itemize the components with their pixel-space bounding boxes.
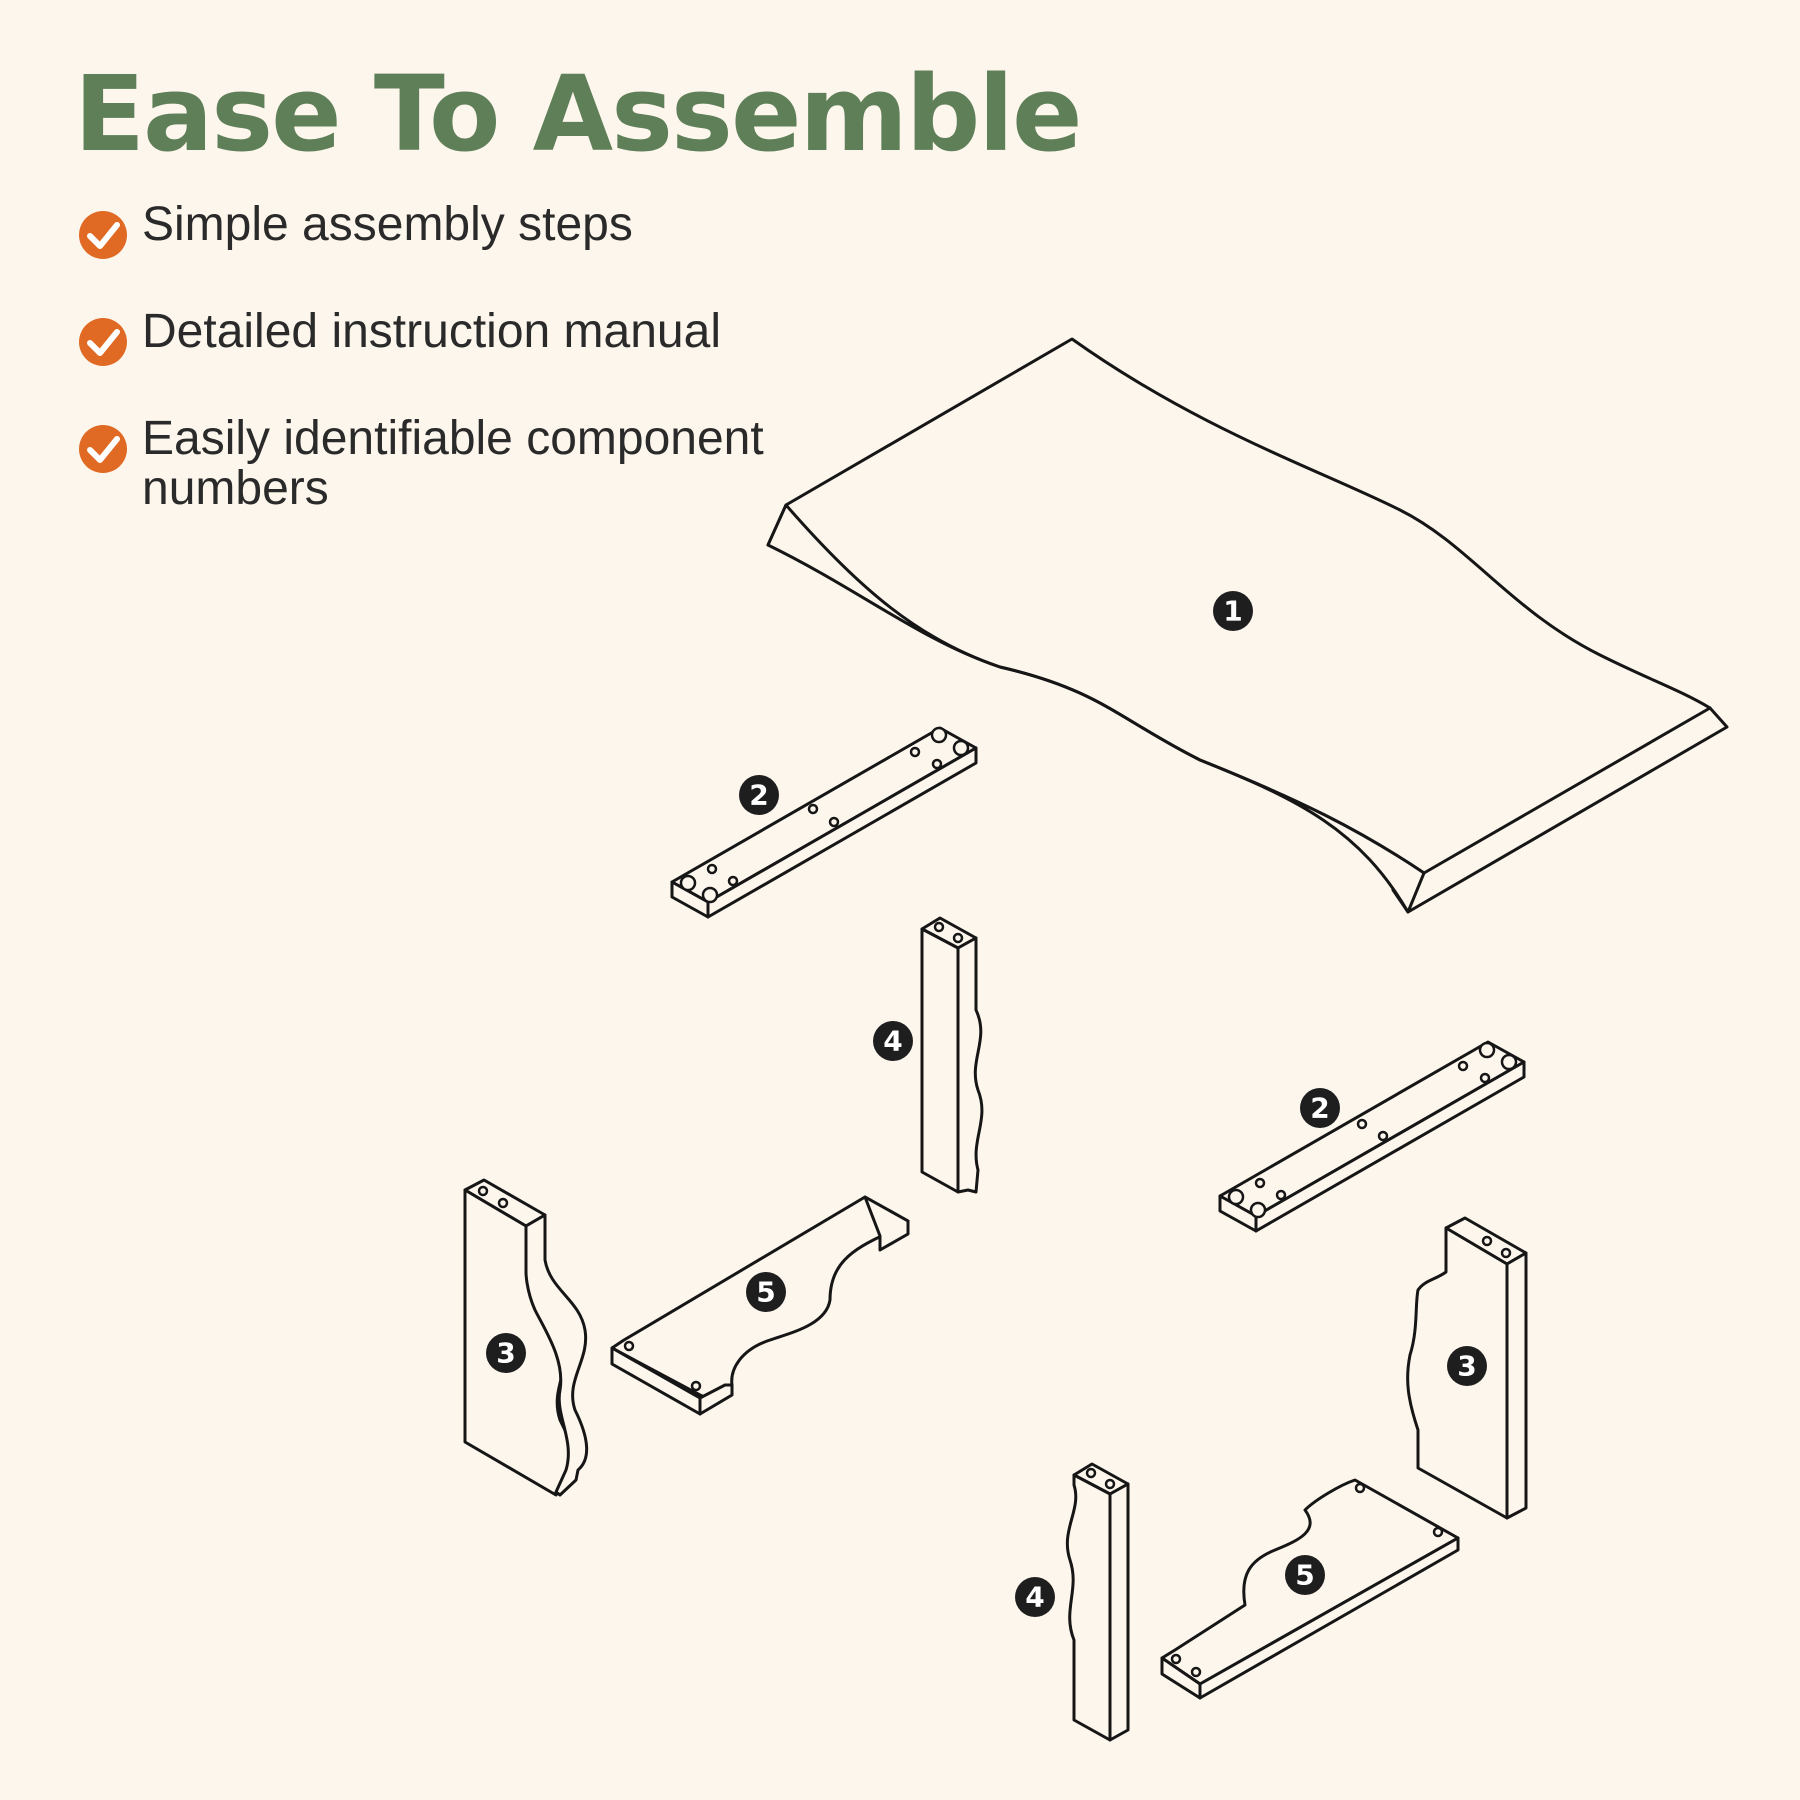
svg-text:5: 5 (1295, 1559, 1314, 1592)
part-number-badge: 2 (739, 775, 779, 815)
part-number-badge: 4 (873, 1021, 913, 1061)
feature-item: Detailed instruction manual (78, 307, 862, 367)
part-number-badge: 1 (1213, 591, 1253, 631)
svg-text:2: 2 (749, 779, 768, 812)
part-number-badge: 3 (486, 1333, 526, 1373)
feature-item: Simple assembly steps (78, 200, 862, 260)
check-badge-icon (79, 425, 127, 473)
rail-part-top (670, 726, 978, 919)
part-number-badge: 4 (1015, 1577, 1055, 1617)
rail-part-right (1218, 1040, 1526, 1233)
page-title: Ease To Assemble (74, 53, 1082, 175)
part-number-badge: 3 (1447, 1346, 1487, 1386)
feature-text: Detailed instruction manual (142, 305, 721, 358)
svg-text:3: 3 (1457, 1350, 1476, 1383)
check-badge-icon (79, 318, 127, 366)
leg-post-part-lower (1065, 1462, 1130, 1742)
leg-panel-part-left (463, 1178, 589, 1497)
part-number-badge: 2 (1300, 1088, 1340, 1128)
feature-text: Simple assembly steps (142, 198, 633, 251)
svg-text:5: 5 (756, 1276, 775, 1309)
tabletop-part (766, 337, 1729, 914)
feature-text: Easily identifiable component numbers (142, 412, 764, 515)
svg-text:2: 2 (1310, 1092, 1329, 1125)
svg-text:4: 4 (1025, 1581, 1044, 1614)
leg-panel-part-right (1406, 1216, 1528, 1520)
part-number-badge: 5 (1285, 1555, 1325, 1595)
leg-post-part-upper (920, 916, 984, 1194)
svg-text:4: 4 (883, 1025, 902, 1058)
feature-item: Easily identifiable component numbers (78, 414, 862, 514)
svg-text:1: 1 (1223, 595, 1242, 628)
svg-text:3: 3 (496, 1337, 515, 1370)
check-badge-icon (79, 211, 127, 259)
part-number-badge: 5 (746, 1272, 786, 1312)
